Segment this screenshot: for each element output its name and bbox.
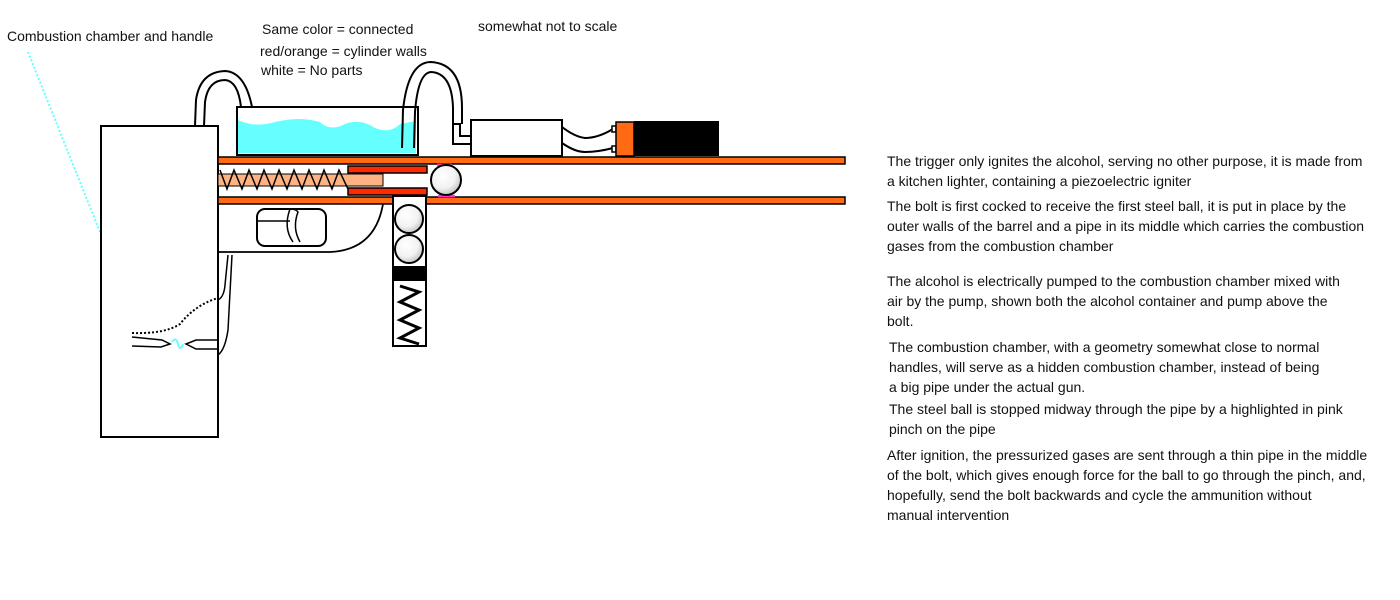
scale-note: somewhat not to scale bbox=[478, 18, 618, 34]
legend-connected: Same color = connected bbox=[262, 21, 414, 37]
note-trigger: The trigger only ignites the alcohol, se… bbox=[887, 153, 1363, 189]
label-combustion-chamber: Combustion chamber and handle bbox=[7, 28, 214, 44]
legend-walls: red/orange = cylinder walls bbox=[260, 43, 427, 59]
igniter-electrode-left bbox=[131, 336, 172, 348]
pump bbox=[470, 119, 563, 157]
left-hose-inner bbox=[203, 78, 242, 127]
pump-elbow bbox=[452, 123, 472, 145]
magazine-ball-2 bbox=[394, 234, 424, 264]
magazine-spring bbox=[396, 284, 423, 346]
magazine-follower bbox=[393, 266, 426, 281]
combustion-chamber bbox=[100, 125, 219, 438]
pump-wire-top bbox=[561, 126, 614, 140]
chambered-steel-ball bbox=[430, 164, 462, 196]
barrel-bottom-wall-right bbox=[425, 196, 846, 205]
bolt-bottom-wall bbox=[347, 187, 428, 196]
magazine-ball-1 bbox=[394, 204, 424, 234]
battery-body bbox=[634, 121, 719, 156]
note-ignition-cycle: After ignition, the pressurized gases ar… bbox=[887, 447, 1368, 523]
note-pinch: The steel ball is stopped midway through… bbox=[889, 401, 1343, 437]
leader-line bbox=[27, 51, 101, 233]
receiver-frame bbox=[217, 203, 384, 253]
barrel-bottom-wall-left bbox=[217, 196, 394, 205]
barrel-top-wall bbox=[217, 156, 846, 165]
igniter-wire-2 bbox=[217, 254, 229, 301]
note-alcohol-pump: The alcohol is electrically pumped to th… bbox=[887, 273, 1340, 329]
right-hose-inner bbox=[413, 70, 454, 149]
left-hose bbox=[194, 69, 253, 127]
alcohol-liquid bbox=[238, 119, 416, 153]
igniter-wire-1 bbox=[217, 254, 233, 356]
trigger bbox=[257, 208, 301, 243]
right-hose bbox=[401, 60, 463, 149]
bolt-top-wall bbox=[347, 165, 428, 174]
ignition-spark bbox=[171, 338, 184, 349]
legend-white: white = No parts bbox=[261, 62, 363, 78]
note-bolt: The bolt is first cocked to receive the … bbox=[887, 198, 1365, 254]
igniter-electrode-right bbox=[184, 339, 218, 350]
pump-wire-bottom bbox=[561, 142, 614, 154]
note-combustion-chamber: The combustion chamber, with a geometry … bbox=[889, 339, 1320, 395]
battery-cap bbox=[615, 121, 635, 157]
alcohol-tank-outline bbox=[236, 106, 419, 156]
igniter-dotted-wire bbox=[131, 297, 219, 335]
recoil-spring bbox=[219, 167, 349, 192]
